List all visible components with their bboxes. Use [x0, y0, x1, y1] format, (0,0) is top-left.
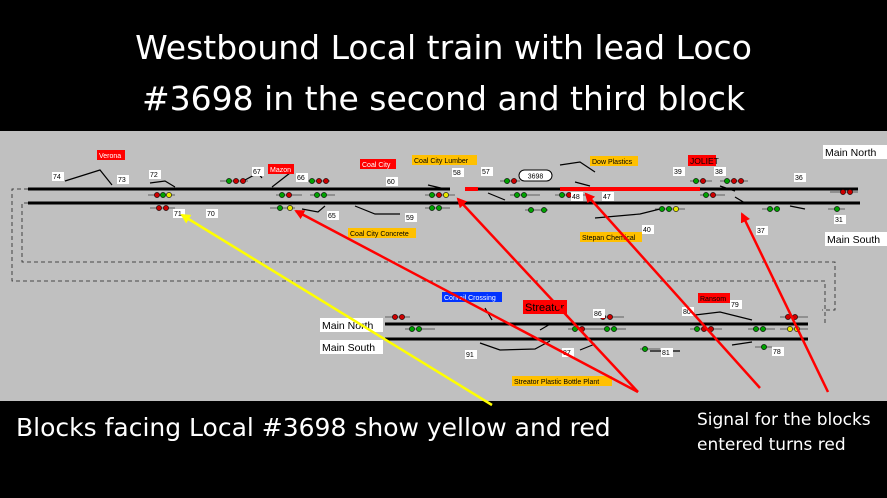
tag-coal-city-concrete: Coal City Concrete: [350, 231, 409, 238]
dashed-connector: [11, 188, 836, 323]
upper-track-segments: [28, 187, 860, 205]
block-71: 71: [174, 211, 182, 218]
block-86: 86: [594, 311, 602, 318]
block-39: 39: [674, 169, 682, 176]
lower-spurs: [479, 307, 753, 352]
block-73: 73: [118, 177, 126, 184]
signal-86b: [600, 326, 626, 332]
signal-59: [425, 205, 450, 211]
signal-71: [150, 205, 175, 211]
signal-40b: [655, 206, 685, 212]
block-72: 72: [150, 172, 158, 179]
signal-91b: [405, 326, 435, 332]
signal-60a: [303, 178, 330, 184]
signal-81: [640, 346, 660, 352]
block-40: 40: [643, 227, 651, 234]
block-65: 65: [328, 213, 336, 220]
title-line-1: Westbound Local train with lead Loco: [135, 28, 752, 67]
block-59: 59: [406, 215, 414, 222]
signals-upper-south: [150, 205, 845, 213]
signal-38: [720, 178, 748, 184]
block-74: 74: [53, 174, 61, 181]
signal-91a: [385, 314, 410, 320]
upper-spurs: [64, 161, 806, 219]
tag-verona: Verona: [99, 153, 121, 160]
tag-dow-plastics: Dow Plastics: [592, 159, 633, 166]
signal-66: [276, 192, 302, 198]
block-60: 60: [387, 179, 395, 186]
signal-78d: [755, 344, 772, 350]
caption-right-line-1: Signal for the blocks: [697, 410, 871, 430]
tag-ransom: Ransom: [700, 296, 726, 303]
block-47: 47: [603, 194, 611, 201]
signal-48b: [525, 207, 548, 213]
caption-left: Blocks facing Local #3698 show yellow an…: [16, 413, 611, 442]
signal-78a: [748, 326, 775, 332]
signal-57: [500, 178, 520, 184]
block-67: 67: [253, 169, 261, 176]
red-arrow-2: [456, 197, 639, 393]
block-36: 36: [795, 175, 803, 182]
block-79: 79: [731, 302, 739, 309]
block-91: 91: [466, 352, 474, 359]
red-arrow-4: [740, 212, 830, 393]
signal-78c: [780, 326, 808, 332]
tag-stepan-chemical: Stepan Chemical: [582, 235, 636, 242]
signal-36: [830, 189, 858, 195]
tag-joliet: JOLIET: [690, 156, 719, 166]
block-70: 70: [207, 211, 215, 218]
tag-conrail-crossing: Conrail Crossing: [444, 295, 496, 302]
block-58: 58: [453, 170, 461, 177]
signal-65: [270, 205, 295, 211]
signal-40: [700, 192, 725, 198]
signal-31: [828, 206, 845, 212]
signal-58: [425, 192, 455, 198]
caption-right-line-2: entered turns red: [697, 435, 846, 455]
signal-87: [568, 326, 600, 332]
block-numbers: 74 73 72 71 70 67 66 65 60 59 58 57 48 4…: [52, 167, 846, 359]
signal-72: [148, 192, 175, 198]
block-48: 48: [572, 194, 580, 201]
block-66: 66: [297, 175, 305, 182]
train-label: 3698: [528, 174, 544, 181]
tag-coal-city-lumber: Coal City Lumber: [414, 158, 469, 165]
label-lower-main-north: Main North: [322, 320, 374, 332]
title-line-2: #3698 in the second and third block: [141, 79, 746, 118]
label-upper-main-north: Main North: [825, 147, 877, 159]
panel-background: [0, 131, 887, 401]
train-3698: 3698: [518, 169, 553, 182]
label-upper-main-south: Main South: [827, 234, 880, 246]
block-57: 57: [482, 169, 490, 176]
annotation-arrows: [180, 192, 830, 407]
tag-coal-city: Coal City: [362, 162, 391, 169]
tag-mazon: Mazon: [270, 167, 291, 174]
block-80: 80: [683, 309, 691, 316]
block-31: 31: [835, 217, 843, 224]
label-lower-main-south: Main South: [322, 342, 375, 354]
signal-37: [762, 206, 780, 212]
lower-track-segments: [385, 322, 808, 341]
block-38: 38: [715, 169, 723, 176]
red-arrow-1: [294, 209, 639, 394]
block-81: 81: [662, 350, 670, 357]
tag-streator-plastic-bottle-plant: Streator Plastic Bottle Plant: [514, 379, 599, 386]
block-78: 78: [773, 349, 781, 356]
signal-60b: [310, 192, 335, 198]
red-arrow-3: [584, 192, 761, 389]
signal-48: [510, 192, 540, 198]
tag-streator: Streator: [525, 302, 564, 314]
yellow-arrow: [180, 213, 493, 407]
signal-67: [220, 178, 248, 184]
station-tags: Verona Mazon Coal City Coal City Lumber …: [97, 150, 730, 386]
block-37: 37: [757, 228, 765, 235]
signal-39: [690, 178, 712, 184]
